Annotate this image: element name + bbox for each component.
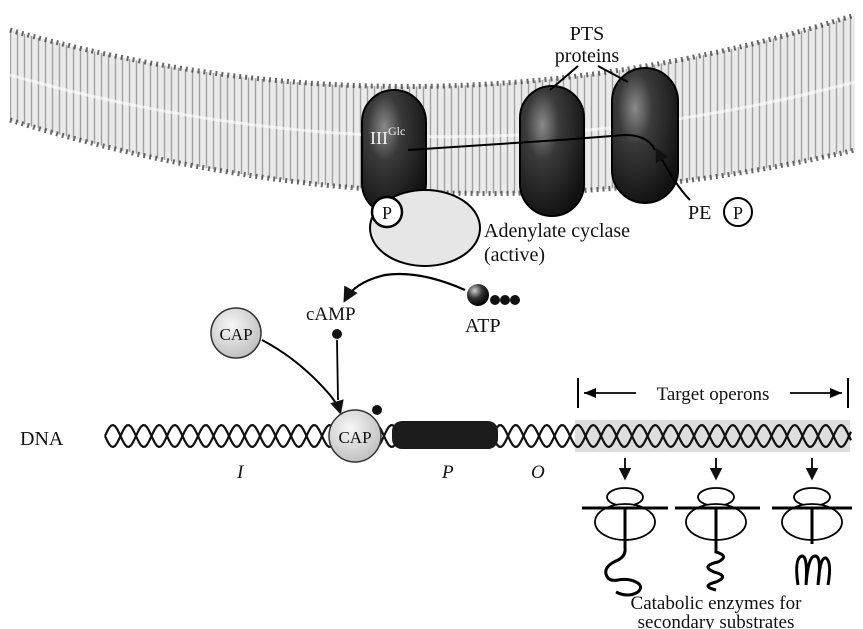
cap-free-label: CAP: [219, 325, 252, 344]
catabolic-enzymes-label-line1: Catabolic enzymes for: [631, 593, 803, 614]
pe-phosphate-label: P: [733, 203, 743, 223]
pts-proteins-label-line1: PTS: [570, 23, 604, 45]
pts-protein-middle: [520, 86, 584, 216]
region-i-label: I: [236, 462, 245, 483]
transcription-arrows: [625, 458, 812, 478]
iii-label: III: [370, 128, 388, 148]
adenylate-cyclase-label-line1: Adenylate cyclase: [484, 220, 630, 242]
dna-label: DNA: [20, 428, 64, 450]
pe-label: PE: [688, 202, 711, 224]
catabolic-enzymes-label-line2: secondary substrates: [638, 612, 795, 629]
glc-superscript: Glc: [388, 124, 405, 138]
region-p-label: P: [441, 462, 454, 483]
atp-molecule: [467, 284, 520, 306]
ribosome-3: [772, 488, 852, 585]
camp-molecule: [332, 329, 342, 339]
camp-label: cAMP: [306, 304, 356, 325]
camp-binding-arrow: [337, 340, 338, 400]
phosphate-label: P: [382, 203, 392, 223]
promoter-region: [392, 421, 498, 449]
atp-label: ATP: [465, 315, 501, 337]
atp-to-camp-arrow: [345, 274, 465, 300]
target-operons-label: Target operons: [657, 384, 770, 405]
ribosome-2: [675, 488, 760, 590]
ribosome-1: [582, 488, 668, 595]
cap-bound-label: CAP: [338, 428, 371, 447]
camp-bound: [372, 405, 382, 415]
pts-proteins-label-line2: proteins: [555, 45, 620, 67]
region-o-label: O: [531, 462, 545, 483]
adenylate-cyclase-label-line2: (active): [484, 244, 545, 266]
cap-binding-arrow: [262, 340, 340, 412]
